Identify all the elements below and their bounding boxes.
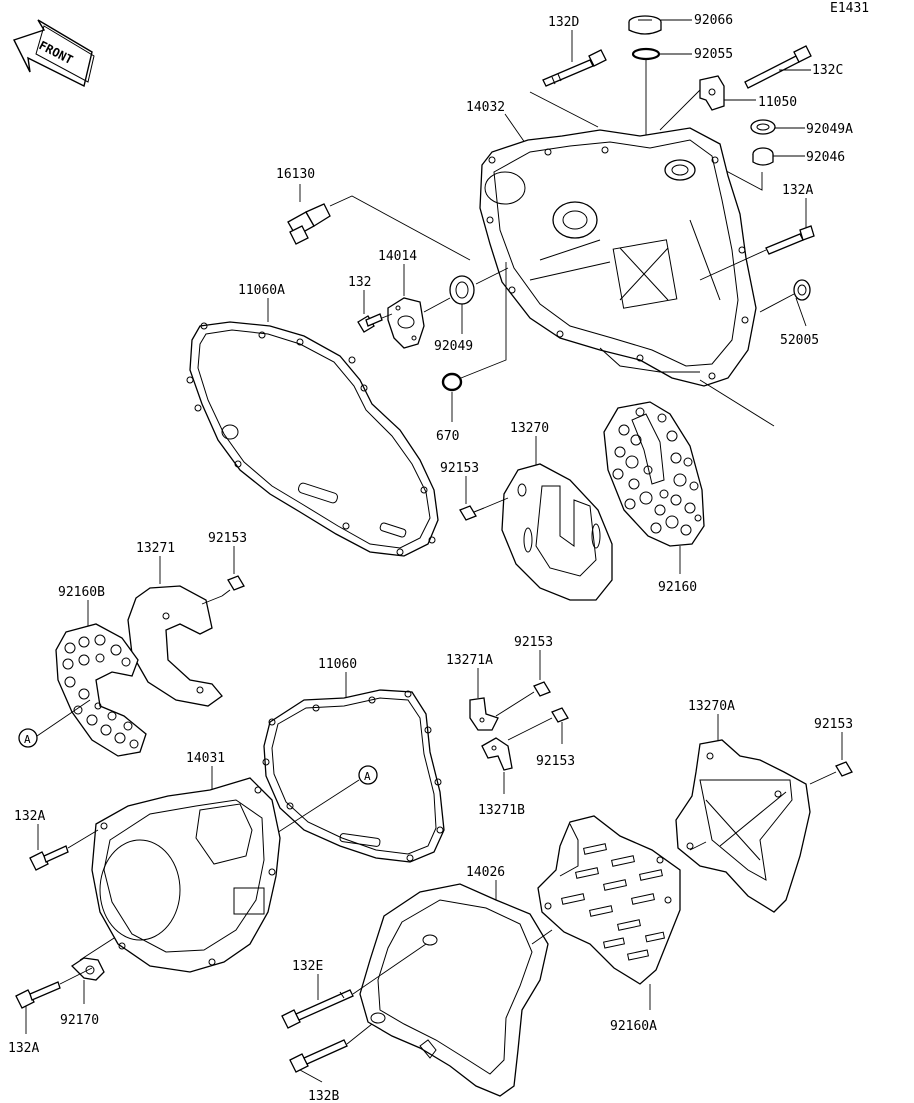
label-132B: 132B <box>308 1089 339 1103</box>
heat-shield-92160 <box>603 401 705 547</box>
o-ring-670 <box>441 372 463 392</box>
bolt-132A-mid <box>29 845 69 871</box>
bolt-92153-c <box>533 681 551 697</box>
label-132: 132 <box>348 275 371 290</box>
bolt-132 <box>357 313 383 333</box>
label-132C: 132C <box>812 63 843 78</box>
label-92160B: 92160B <box>58 585 105 600</box>
fitting-16130 <box>287 203 331 245</box>
label-92170: 92170 <box>60 1013 99 1028</box>
label-132A-mid: 132A <box>14 809 45 824</box>
bracket-13271B <box>481 737 513 771</box>
svg-text:A: A <box>24 733 31 746</box>
label-14014: 14014 <box>378 249 417 264</box>
bolt-132B <box>289 1039 348 1073</box>
gasket-11060A <box>186 321 439 557</box>
gasket-11060 <box>262 689 445 863</box>
label-92055: 92055 <box>694 47 733 62</box>
bolt-92153-e <box>835 761 853 777</box>
heat-shield-92160B <box>55 623 147 757</box>
seal-92049A <box>750 119 776 135</box>
label-92049: 92049 <box>434 339 473 354</box>
label-132A-top: 132A <box>782 183 813 198</box>
guard-14026 <box>359 883 549 1097</box>
label-11060: 11060 <box>318 657 357 672</box>
ref-marker-a-right: A <box>358 765 378 785</box>
label-92153-b: 92153 <box>208 531 247 546</box>
label-13271: 13271 <box>136 541 175 556</box>
label-92153-e: 92153 <box>814 717 853 732</box>
label-92153-a: 92153 <box>440 461 479 476</box>
heat-shield-92160A <box>537 815 681 985</box>
bolt-92153-b <box>221 575 245 597</box>
label-92160A: 92160A <box>610 1019 657 1034</box>
svg-text:A: A <box>364 770 371 783</box>
label-52005: 52005 <box>780 333 819 348</box>
bolt-132A-top <box>765 225 815 255</box>
label-670: 670 <box>436 429 459 444</box>
part-92055-o-ring <box>631 47 661 61</box>
label-16130: 16130 <box>276 167 315 182</box>
plate-14014 <box>387 297 425 349</box>
label-132D: 132D <box>548 15 579 30</box>
bearing-92046 <box>752 147 774 166</box>
bracket-11050 <box>699 75 725 111</box>
front-arrow-icon: FRONT <box>13 19 95 88</box>
label-92066: 92066 <box>694 13 733 28</box>
label-14031: 14031 <box>186 751 225 766</box>
label-14026: 14026 <box>466 865 505 880</box>
bolt-132C <box>744 45 812 89</box>
seal-92049 <box>449 275 475 305</box>
bracket-13271A <box>469 697 499 731</box>
cover-14032 <box>479 127 757 387</box>
bolt-132D <box>542 49 607 87</box>
label-14032: 14032 <box>466 100 505 115</box>
label-132E: 132E <box>292 959 323 974</box>
label-92046: 92046 <box>806 150 845 165</box>
plate-13270A <box>675 739 811 913</box>
label-92153-c: 92153 <box>514 635 553 650</box>
label-13271A: 13271A <box>446 653 493 668</box>
plate-13271 <box>127 585 223 707</box>
label-92049A: 92049A <box>806 122 853 137</box>
label-13270A: 13270A <box>688 699 735 714</box>
seal-52005 <box>793 279 811 301</box>
label-92160: 92160 <box>658 580 697 595</box>
label-92153-d: 92153 <box>536 754 575 769</box>
bolt-92153-a <box>459 505 485 521</box>
plate-13270 <box>501 463 613 601</box>
diagram-code: E1431 <box>830 1 869 16</box>
label-13270: 13270 <box>510 421 549 436</box>
label-11050: 11050 <box>758 95 797 110</box>
label-13271B: 13271B <box>478 803 525 818</box>
part-92066-plug <box>628 15 662 35</box>
ref-marker-a-left: A <box>18 728 38 748</box>
label-132A-bottom: 132A <box>8 1041 39 1056</box>
bolt-132A-bottom <box>15 981 61 1009</box>
clamp-92170 <box>70 957 105 981</box>
bolt-92153-d <box>551 707 569 723</box>
bolt-132E <box>281 989 354 1029</box>
cover-14031 <box>91 777 281 973</box>
label-11060A: 11060A <box>238 283 285 298</box>
